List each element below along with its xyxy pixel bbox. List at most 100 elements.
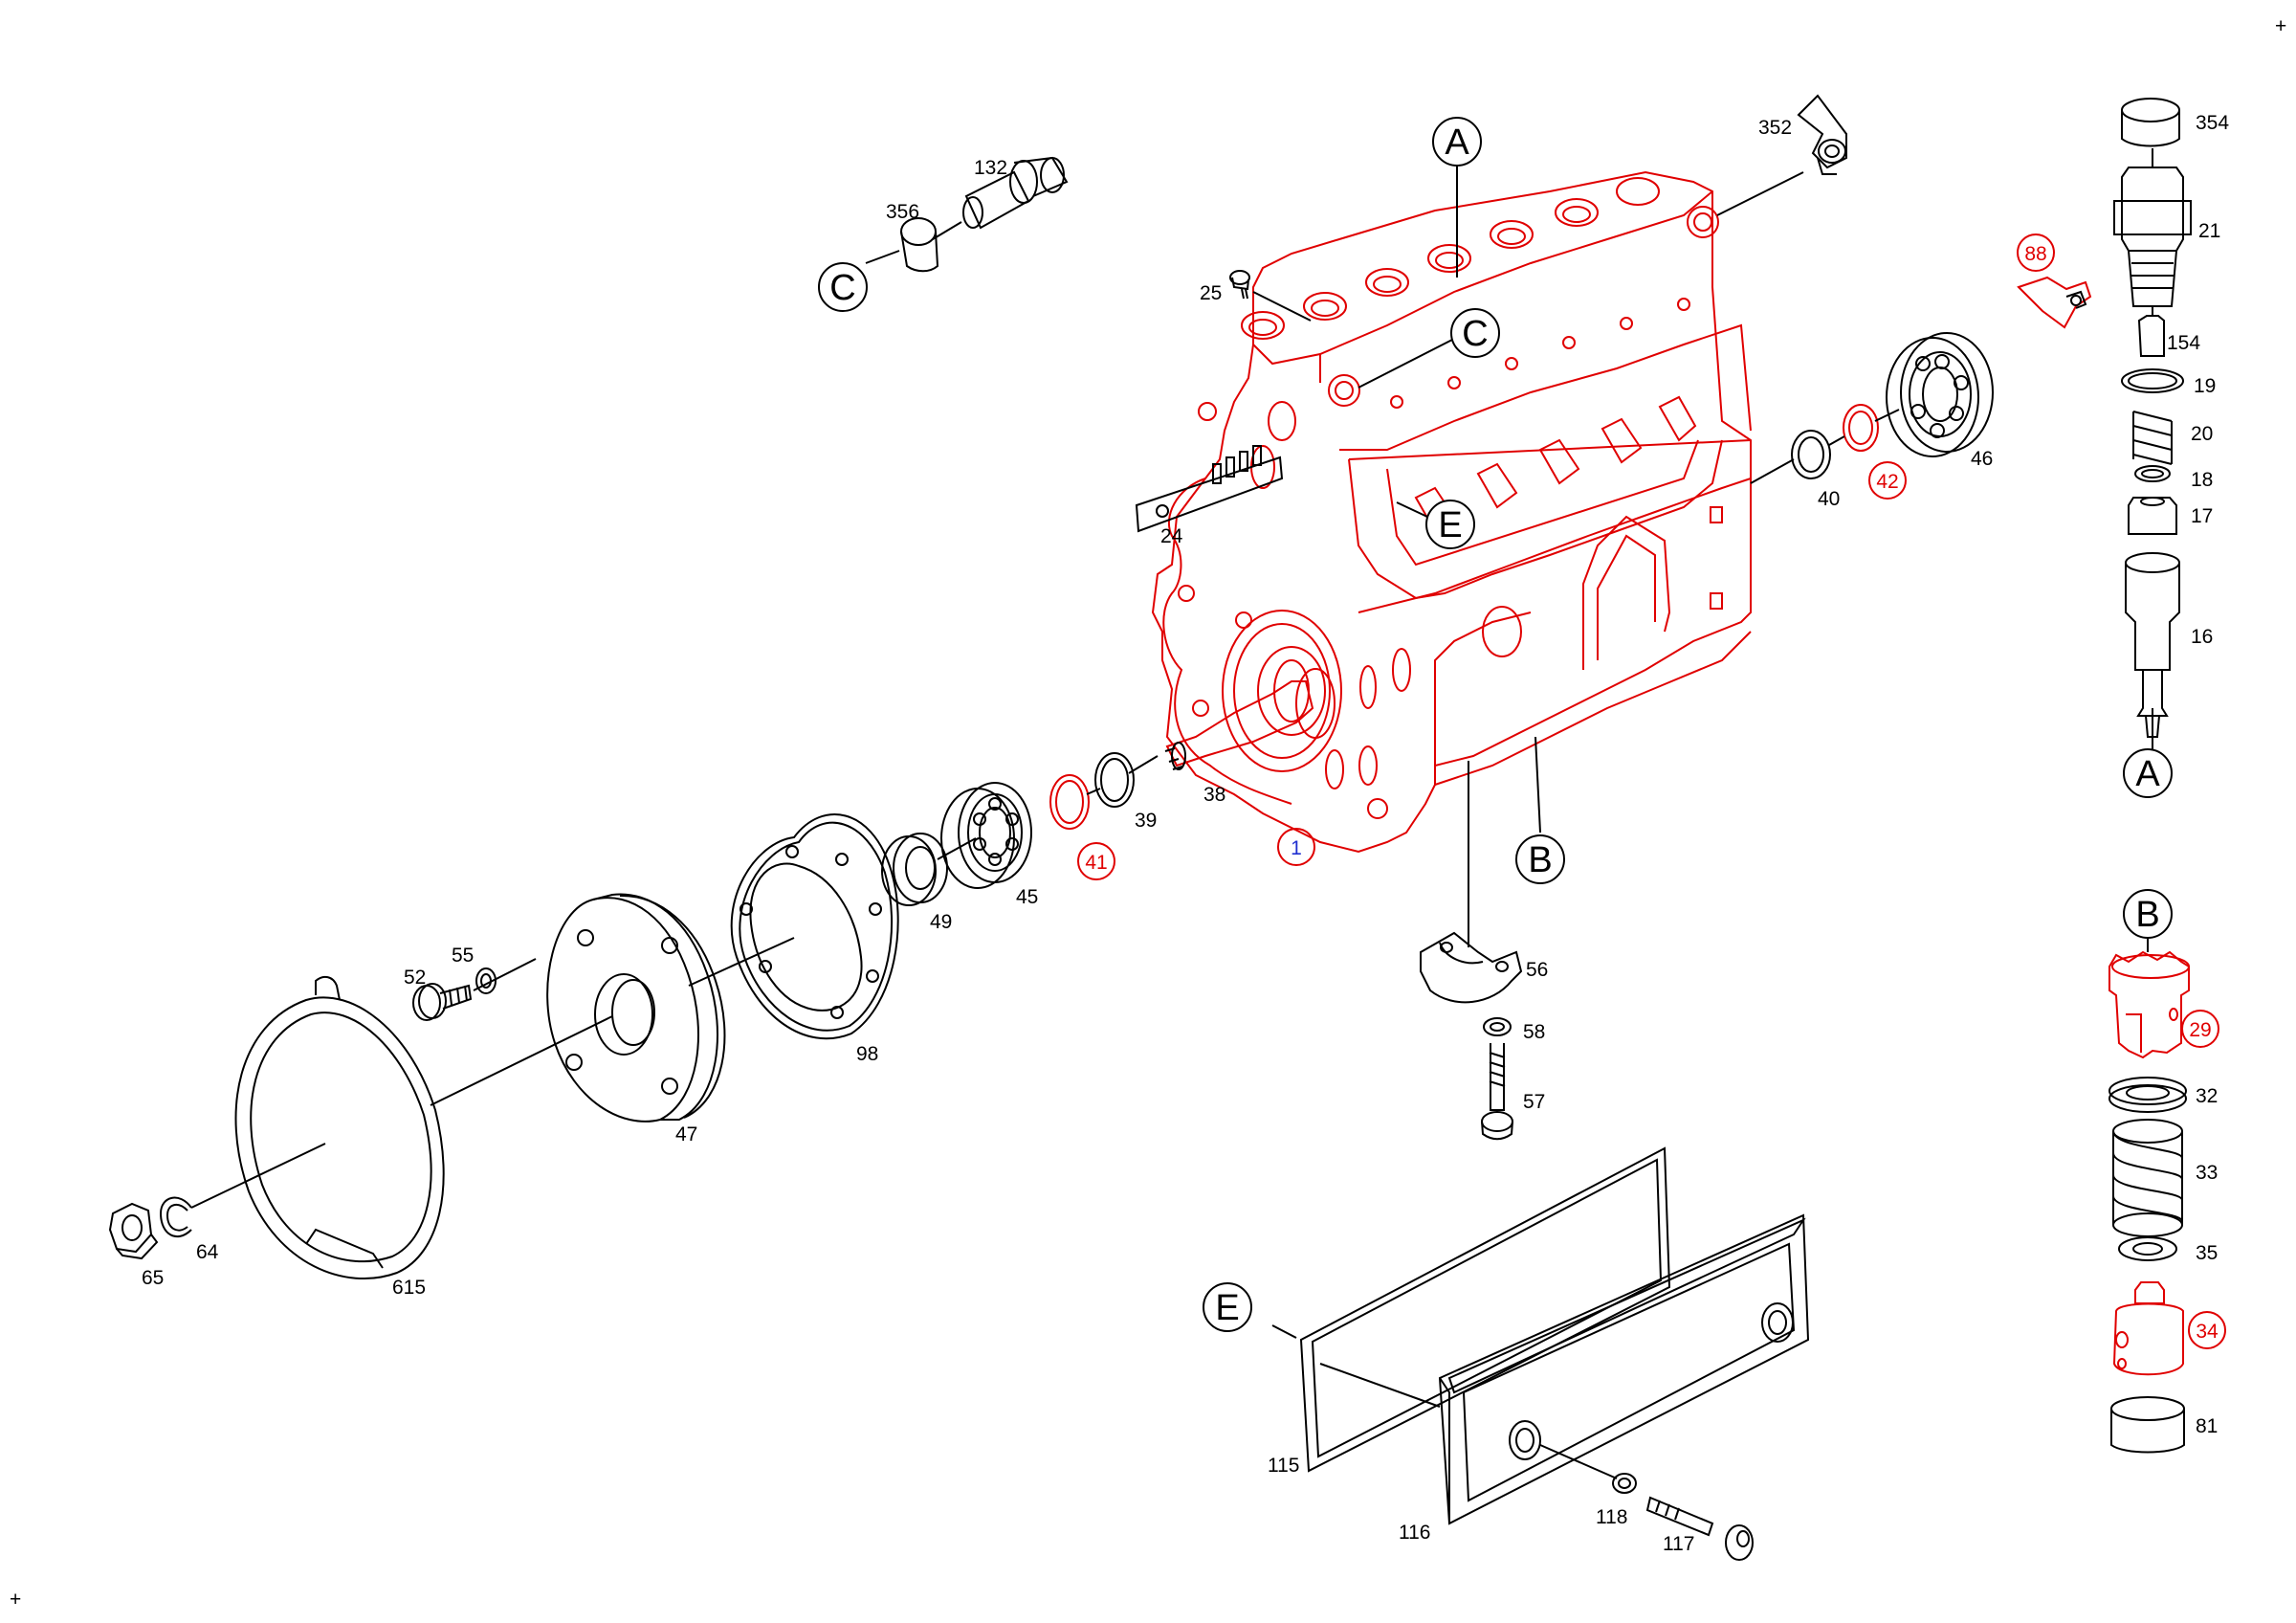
bearing-cap-56[interactable] bbox=[1420, 931, 1523, 1004]
tappet-132[interactable] bbox=[962, 156, 1069, 230]
delivery-valve-holder-21[interactable] bbox=[2113, 167, 2192, 307]
seal-49[interactable] bbox=[881, 833, 948, 906]
axis-line-seal bbox=[937, 837, 977, 860]
control-sleeve-29[interactable] bbox=[2108, 950, 2190, 1059]
part-number-34: 34 bbox=[2196, 1321, 2219, 1343]
gasket-98[interactable] bbox=[730, 813, 899, 1040]
bearing-45[interactable] bbox=[940, 782, 1032, 889]
screw-57[interactable] bbox=[1481, 1043, 1513, 1141]
part-number-21: 21 bbox=[2198, 220, 2220, 242]
washer-118[interactable] bbox=[1612, 1473, 1637, 1494]
nut-65[interactable] bbox=[108, 1202, 159, 1260]
control-rack[interactable] bbox=[1135, 445, 1284, 533]
part-number-41: 41 bbox=[1085, 852, 1107, 874]
part-number-615: 615 bbox=[392, 1277, 426, 1299]
leader-c-top bbox=[865, 221, 962, 264]
spring-seat-32[interactable] bbox=[2108, 1077, 2187, 1113]
part-number-56: 56 bbox=[1526, 959, 1548, 981]
part-callout-34[interactable]: 34 bbox=[2188, 1311, 2226, 1349]
part-callout-88[interactable]: 88 bbox=[2017, 233, 2055, 272]
clip-88[interactable] bbox=[2017, 276, 2092, 329]
ref-c-top[interactable]: C bbox=[818, 262, 868, 312]
ref-e-cover[interactable]: E bbox=[1203, 1282, 1252, 1332]
ref-c-top-label: C bbox=[829, 268, 855, 308]
part-number-117: 117 bbox=[1663, 1533, 1694, 1555]
gasket-115[interactable] bbox=[1299, 1146, 1671, 1473]
part-number-16: 16 bbox=[2191, 626, 2213, 648]
part-callout-41[interactable]: 41 bbox=[1077, 842, 1115, 880]
shim-41[interactable] bbox=[1049, 774, 1090, 830]
shim-39[interactable] bbox=[1094, 752, 1135, 808]
ref-a-top[interactable]: A bbox=[1432, 117, 1482, 278]
spring-seat-35[interactable] bbox=[2118, 1236, 2177, 1261]
part-number-17: 17 bbox=[2191, 505, 2213, 527]
spring-20[interactable] bbox=[2132, 411, 2173, 465]
cap-354[interactable] bbox=[2121, 98, 2180, 147]
part-number-42: 42 bbox=[1876, 471, 1898, 493]
part-number-52: 52 bbox=[404, 967, 426, 989]
part-number-81: 81 bbox=[2196, 1415, 2218, 1437]
camshaft[interactable] bbox=[1164, 659, 1336, 770]
part-number-118: 118 bbox=[1596, 1506, 1627, 1528]
part-number-39: 39 bbox=[1135, 810, 1157, 832]
seal-19[interactable] bbox=[2121, 368, 2184, 393]
part-number-47: 47 bbox=[675, 1123, 697, 1145]
ref-e-housing[interactable]: E bbox=[1396, 500, 1475, 549]
spring-33[interactable] bbox=[2112, 1119, 2183, 1237]
bearing-46[interactable] bbox=[1886, 332, 1994, 457]
part-number-18: 18 bbox=[2191, 469, 2213, 491]
part-number-57: 57 bbox=[1523, 1091, 1545, 1113]
ref-c-housing-label: C bbox=[1462, 314, 1488, 354]
ref-b-housing-label: B bbox=[1528, 840, 1552, 880]
part-callout-42[interactable]: 42 bbox=[1868, 461, 1907, 500]
axis-line-drive bbox=[1128, 755, 1159, 774]
flange-47[interactable] bbox=[546, 893, 726, 1123]
part-callout-29[interactable]: 29 bbox=[2181, 1010, 2219, 1048]
part-number-64: 64 bbox=[196, 1241, 219, 1263]
corner-mark-top-right: + bbox=[2275, 15, 2286, 37]
cap-81[interactable] bbox=[2110, 1396, 2185, 1454]
axis-line-ring bbox=[190, 1143, 326, 1209]
part-number-354: 354 bbox=[2196, 112, 2229, 134]
ref-e-housing-label: E bbox=[1438, 505, 1462, 545]
ref-a-column[interactable]: A bbox=[2123, 748, 2173, 798]
ref-a-column-label: A bbox=[2135, 754, 2160, 794]
washer-58[interactable] bbox=[1483, 1017, 1512, 1036]
ref-b-column[interactable]: B bbox=[2123, 889, 2173, 939]
delivery-valve-154[interactable] bbox=[2137, 315, 2165, 357]
pump-housing[interactable] bbox=[1151, 170, 1752, 854]
sleeve-356[interactable] bbox=[900, 217, 939, 273]
inspection-cover-116[interactable] bbox=[1438, 1213, 1810, 1525]
part-number-116: 116 bbox=[1399, 1522, 1430, 1544]
ref-b-housing[interactable]: B bbox=[1515, 834, 1565, 884]
axis-line-right bbox=[1750, 409, 1900, 484]
part-number-55: 55 bbox=[452, 945, 474, 967]
part-number-58: 58 bbox=[1523, 1021, 1545, 1043]
part-number-132: 132 bbox=[974, 157, 1007, 179]
valve-seat-17[interactable] bbox=[2128, 497, 2177, 535]
part-number-65: 65 bbox=[142, 1267, 164, 1289]
part-number-45: 45 bbox=[1016, 886, 1038, 908]
plug-352[interactable] bbox=[1797, 94, 1847, 175]
axis-line-screw bbox=[473, 958, 537, 991]
ref-c-housing[interactable]: C bbox=[1358, 308, 1500, 389]
circlip-64[interactable] bbox=[159, 1196, 192, 1238]
screw-52[interactable] bbox=[412, 983, 473, 1021]
roller-tappet-34[interactable] bbox=[2112, 1281, 2184, 1376]
screw-117[interactable] bbox=[1645, 1496, 1754, 1561]
part-number-40: 40 bbox=[1818, 488, 1840, 510]
part-number-33: 33 bbox=[2196, 1162, 2218, 1184]
part-number-35: 35 bbox=[2196, 1242, 2218, 1264]
part-number-38: 38 bbox=[1203, 784, 1225, 806]
screw-25[interactable] bbox=[1229, 270, 1250, 300]
shim-42[interactable] bbox=[1843, 404, 1879, 452]
part-callout-1[interactable]: 1 bbox=[1277, 828, 1315, 866]
part-number-24: 24 bbox=[1160, 525, 1183, 547]
ring-18[interactable] bbox=[2134, 465, 2171, 482]
part-number-29: 29 bbox=[2189, 1019, 2211, 1041]
part-number-20: 20 bbox=[2191, 423, 2213, 445]
part-number-32: 32 bbox=[2196, 1085, 2218, 1107]
cover-ring-615[interactable] bbox=[234, 975, 445, 1280]
washer-40[interactable] bbox=[1791, 430, 1831, 479]
